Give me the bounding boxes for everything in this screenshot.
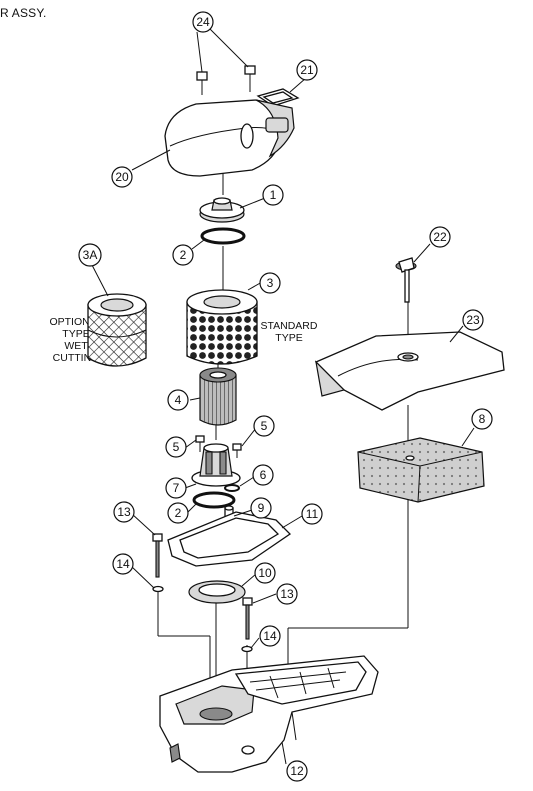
svg-text:14: 14 bbox=[116, 557, 130, 571]
callout-22: 22 bbox=[429, 226, 451, 248]
gasket-21 bbox=[256, 88, 300, 107]
round-gasket bbox=[188, 580, 246, 604]
callout-7: 7 bbox=[165, 477, 187, 499]
callout-4: 4 bbox=[167, 389, 189, 411]
callout-13-right: 13 bbox=[276, 583, 298, 605]
svg-text:3: 3 bbox=[267, 276, 274, 290]
callout-23: 23 bbox=[462, 309, 484, 331]
svg-text:12: 12 bbox=[290, 764, 304, 778]
svg-text:22: 22 bbox=[433, 230, 447, 244]
callout-21: 21 bbox=[296, 59, 318, 81]
element-bracket bbox=[191, 443, 241, 487]
svg-text:2: 2 bbox=[175, 506, 182, 520]
standard-note-line-1: STANDARD bbox=[260, 320, 318, 332]
svg-text:5: 5 bbox=[261, 419, 268, 433]
svg-text:4: 4 bbox=[175, 393, 182, 407]
dipstick bbox=[395, 257, 417, 303]
standard-note-line-2: TYPE bbox=[275, 332, 303, 344]
svg-text:2: 2 bbox=[180, 248, 187, 262]
callout-10: 10 bbox=[254, 562, 276, 584]
standard-type-note: STANDARD TYPE bbox=[254, 320, 324, 344]
callout-12: 12 bbox=[286, 760, 308, 782]
callout-14-right: 14 bbox=[259, 625, 281, 647]
callout-leaders bbox=[91, 26, 475, 765]
o-ring-small bbox=[224, 484, 240, 492]
optional-note-line-3: WET bbox=[64, 340, 88, 352]
svg-text:13: 13 bbox=[117, 505, 131, 519]
callout-2-lower: 2 bbox=[167, 502, 189, 524]
callout-24: 24 bbox=[192, 11, 214, 33]
callout-1: 1 bbox=[262, 184, 284, 206]
callout-9: 9 bbox=[250, 497, 272, 519]
callout-2-upper: 2 bbox=[172, 244, 194, 266]
svg-text:1: 1 bbox=[270, 188, 277, 202]
callout-13-left: 13 bbox=[113, 501, 135, 523]
svg-text:11: 11 bbox=[306, 507, 319, 521]
svg-text:24: 24 bbox=[196, 15, 210, 29]
assembly-center-lines bbox=[157, 170, 409, 690]
svg-text:14: 14 bbox=[263, 629, 277, 643]
base-gasket bbox=[167, 511, 292, 567]
svg-text:3A: 3A bbox=[83, 248, 98, 262]
air-filter-element-standard bbox=[186, 289, 258, 365]
optional-note-line-2: TYPE bbox=[62, 328, 90, 340]
foam-element bbox=[357, 437, 485, 503]
svg-text:6: 6 bbox=[260, 468, 267, 482]
callout-6: 6 bbox=[252, 464, 274, 486]
o-ring-lower bbox=[192, 491, 236, 509]
callout-20: 20 bbox=[111, 166, 133, 188]
o-ring-upper bbox=[200, 227, 246, 245]
svg-text:20: 20 bbox=[115, 170, 129, 184]
callout-3a: 3A bbox=[78, 243, 102, 267]
bracket-bolts bbox=[195, 435, 242, 458]
oil-pan-cover bbox=[314, 331, 505, 411]
callout-11: 11 bbox=[301, 503, 323, 525]
svg-text:10: 10 bbox=[258, 566, 272, 580]
cover-bolts bbox=[196, 65, 256, 95]
svg-text:5: 5 bbox=[173, 440, 180, 454]
svg-text:13: 13 bbox=[280, 587, 294, 601]
oil-pan-base bbox=[159, 655, 379, 773]
svg-text:9: 9 bbox=[258, 501, 265, 515]
callout-8: 8 bbox=[471, 408, 493, 430]
callout-5-left: 5 bbox=[165, 436, 187, 458]
base-bolts bbox=[152, 533, 253, 653]
page-title: R ASSY. bbox=[0, 6, 47, 20]
callout-3: 3 bbox=[259, 272, 281, 294]
callout-5-right: 5 bbox=[253, 415, 275, 437]
inner-filter-element bbox=[199, 367, 237, 426]
svg-text:7: 7 bbox=[173, 481, 180, 495]
callout-14-left: 14 bbox=[112, 553, 134, 575]
svg-text:21: 21 bbox=[300, 63, 314, 77]
air-filter-element-optional bbox=[87, 293, 147, 367]
air-cleaner-cover bbox=[164, 99, 295, 177]
svg-text:8: 8 bbox=[479, 412, 486, 426]
wing-nut bbox=[199, 197, 245, 223]
svg-text:23: 23 bbox=[466, 313, 480, 327]
